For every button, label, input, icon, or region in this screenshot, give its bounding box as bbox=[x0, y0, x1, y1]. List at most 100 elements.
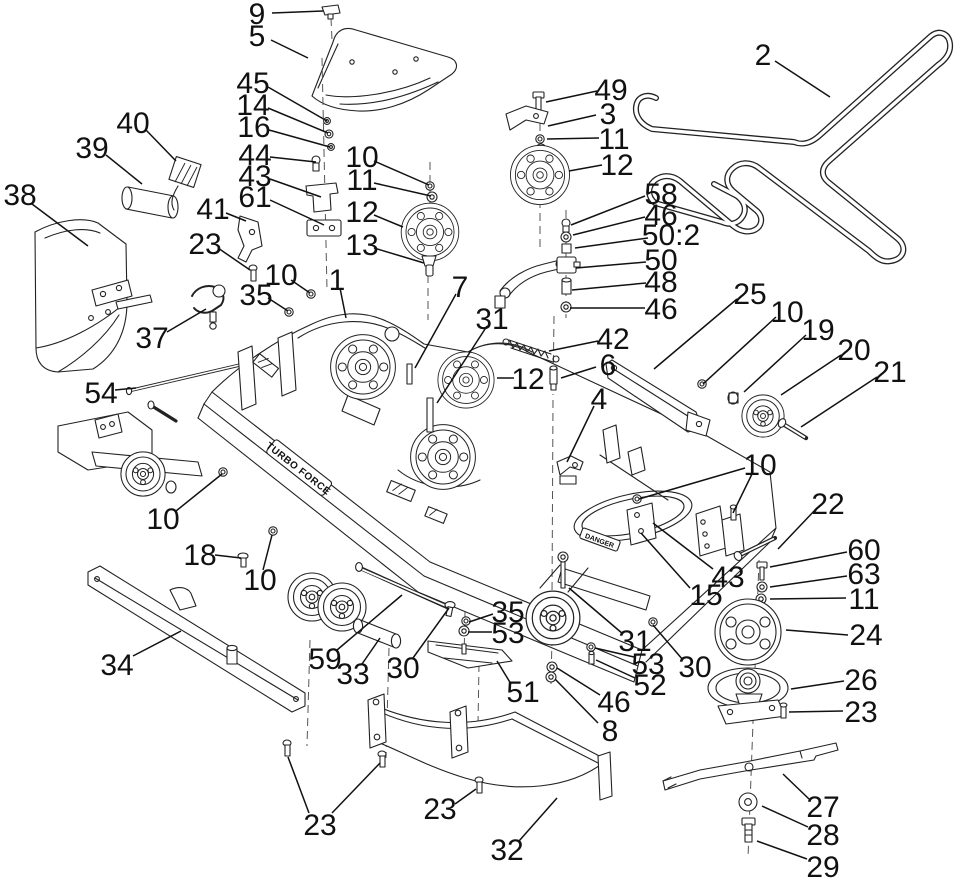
callout-53: 53 bbox=[491, 617, 524, 650]
callout-30: 30 bbox=[678, 651, 711, 684]
callout-4: 4 bbox=[591, 383, 608, 416]
leader-line-8 bbox=[554, 678, 599, 724]
leader-line-23 bbox=[454, 788, 477, 805]
leader-line-44 bbox=[269, 156, 317, 163]
callout-31: 31 bbox=[475, 303, 508, 336]
spring-part-40 bbox=[168, 156, 202, 211]
leader-line-32 bbox=[518, 797, 558, 842]
callout-13: 13 bbox=[345, 229, 378, 262]
leader-line-53 bbox=[594, 647, 635, 658]
tension-hardware-column bbox=[556, 210, 581, 318]
callout-53: 53 bbox=[631, 648, 664, 681]
leader-line-23 bbox=[287, 756, 310, 814]
callout-43: 43 bbox=[711, 561, 744, 594]
callout-12: 12 bbox=[511, 363, 544, 396]
roller-part-39 bbox=[121, 186, 179, 219]
leader-line-26 bbox=[790, 680, 845, 690]
callout-63: 63 bbox=[847, 558, 880, 591]
callout-49: 49 bbox=[594, 74, 627, 107]
leader-line-50:2 bbox=[574, 237, 649, 249]
leader-line-10 bbox=[638, 467, 746, 500]
callout-16: 16 bbox=[237, 111, 270, 144]
callout-23: 23 bbox=[188, 228, 221, 261]
leader-line-40 bbox=[145, 129, 177, 162]
leader-line-5 bbox=[270, 39, 309, 59]
callout-50:2: 50:2 bbox=[642, 219, 700, 252]
callout-10: 10 bbox=[146, 503, 179, 536]
leader-line-29 bbox=[756, 840, 808, 860]
callout-29: 29 bbox=[806, 851, 839, 884]
callout-40: 40 bbox=[116, 107, 149, 140]
leader-line-34 bbox=[132, 630, 182, 657]
leader-line-11 bbox=[373, 182, 432, 197]
leader-line-58 bbox=[570, 195, 646, 226]
callout-52: 52 bbox=[633, 669, 666, 702]
callout-35: 35 bbox=[239, 279, 272, 312]
callout-11: 11 bbox=[848, 583, 879, 616]
callout-28: 28 bbox=[806, 819, 839, 852]
discharge-chute-32 bbox=[282, 693, 613, 801]
callout-1: 1 bbox=[329, 264, 346, 297]
callout-6: 6 bbox=[600, 349, 617, 382]
callout-46: 46 bbox=[644, 199, 677, 232]
leader-line-16 bbox=[268, 129, 331, 148]
spindle-part-26 bbox=[707, 667, 789, 725]
callout-10: 10 bbox=[264, 259, 297, 292]
callout-46: 46 bbox=[644, 293, 677, 326]
callout-19: 19 bbox=[801, 314, 834, 347]
leader-line-33 bbox=[361, 637, 381, 665]
leader-line-23 bbox=[788, 710, 844, 713]
leader-line-9 bbox=[271, 10, 324, 14]
leader-line-15 bbox=[640, 532, 691, 589]
callout-25: 25 bbox=[733, 278, 766, 311]
leader-line-30 bbox=[652, 624, 684, 661]
leader-line-37 bbox=[166, 308, 207, 333]
roller-bracket-25 bbox=[605, 359, 711, 437]
leader-line-1 bbox=[339, 287, 347, 319]
bolt-part-23a bbox=[248, 264, 258, 282]
callout-46: 46 bbox=[597, 686, 630, 719]
leader-line-43 bbox=[652, 522, 714, 570]
leader-line-24 bbox=[785, 629, 849, 636]
leader-line-25 bbox=[653, 298, 738, 370]
idler-pulley-a bbox=[400, 162, 460, 320]
callout-8: 8 bbox=[602, 715, 619, 748]
idler-arm bbox=[494, 259, 565, 309]
leader-line-21 bbox=[800, 376, 878, 428]
pin-part-31 bbox=[426, 397, 434, 433]
callout-2: 2 bbox=[755, 39, 772, 72]
callout-58: 58 bbox=[644, 178, 677, 211]
callout-38: 38 bbox=[3, 179, 36, 212]
callout-12: 12 bbox=[345, 196, 378, 229]
leader-line-10 bbox=[732, 473, 753, 514]
leader-line-4 bbox=[566, 405, 595, 463]
leader-line-46 bbox=[572, 216, 646, 236]
leader-line-27 bbox=[782, 773, 810, 800]
callout-41: 41 bbox=[196, 193, 229, 226]
callout-48: 48 bbox=[644, 266, 677, 299]
callout-15: 15 bbox=[689, 579, 722, 612]
leader-line-7 bbox=[414, 293, 457, 369]
hanger-column bbox=[305, 17, 342, 291]
leader-line-11 bbox=[769, 597, 847, 600]
idler-pulley-b bbox=[505, 91, 570, 252]
callout-35: 35 bbox=[491, 596, 524, 629]
callout-34: 34 bbox=[100, 649, 133, 682]
leader-line-45 bbox=[267, 86, 328, 122]
leader-line-20 bbox=[780, 354, 842, 396]
leader-line-60 bbox=[769, 551, 848, 568]
callout-43: 43 bbox=[238, 160, 271, 193]
leader-line-51 bbox=[496, 660, 512, 685]
callout-61: 61 bbox=[238, 181, 271, 214]
leader-line-10 bbox=[262, 534, 273, 571]
bracket-part-4 bbox=[556, 455, 584, 485]
ferrule-part-6 bbox=[549, 365, 558, 391]
dual-rollers bbox=[287, 562, 456, 649]
callout-26: 26 bbox=[844, 664, 877, 697]
leader-line-28 bbox=[761, 805, 809, 828]
leader-line-46 bbox=[556, 667, 601, 696]
callout-10: 10 bbox=[243, 564, 276, 597]
leader-line-59 bbox=[336, 594, 403, 651]
leader-line-39 bbox=[105, 154, 143, 185]
